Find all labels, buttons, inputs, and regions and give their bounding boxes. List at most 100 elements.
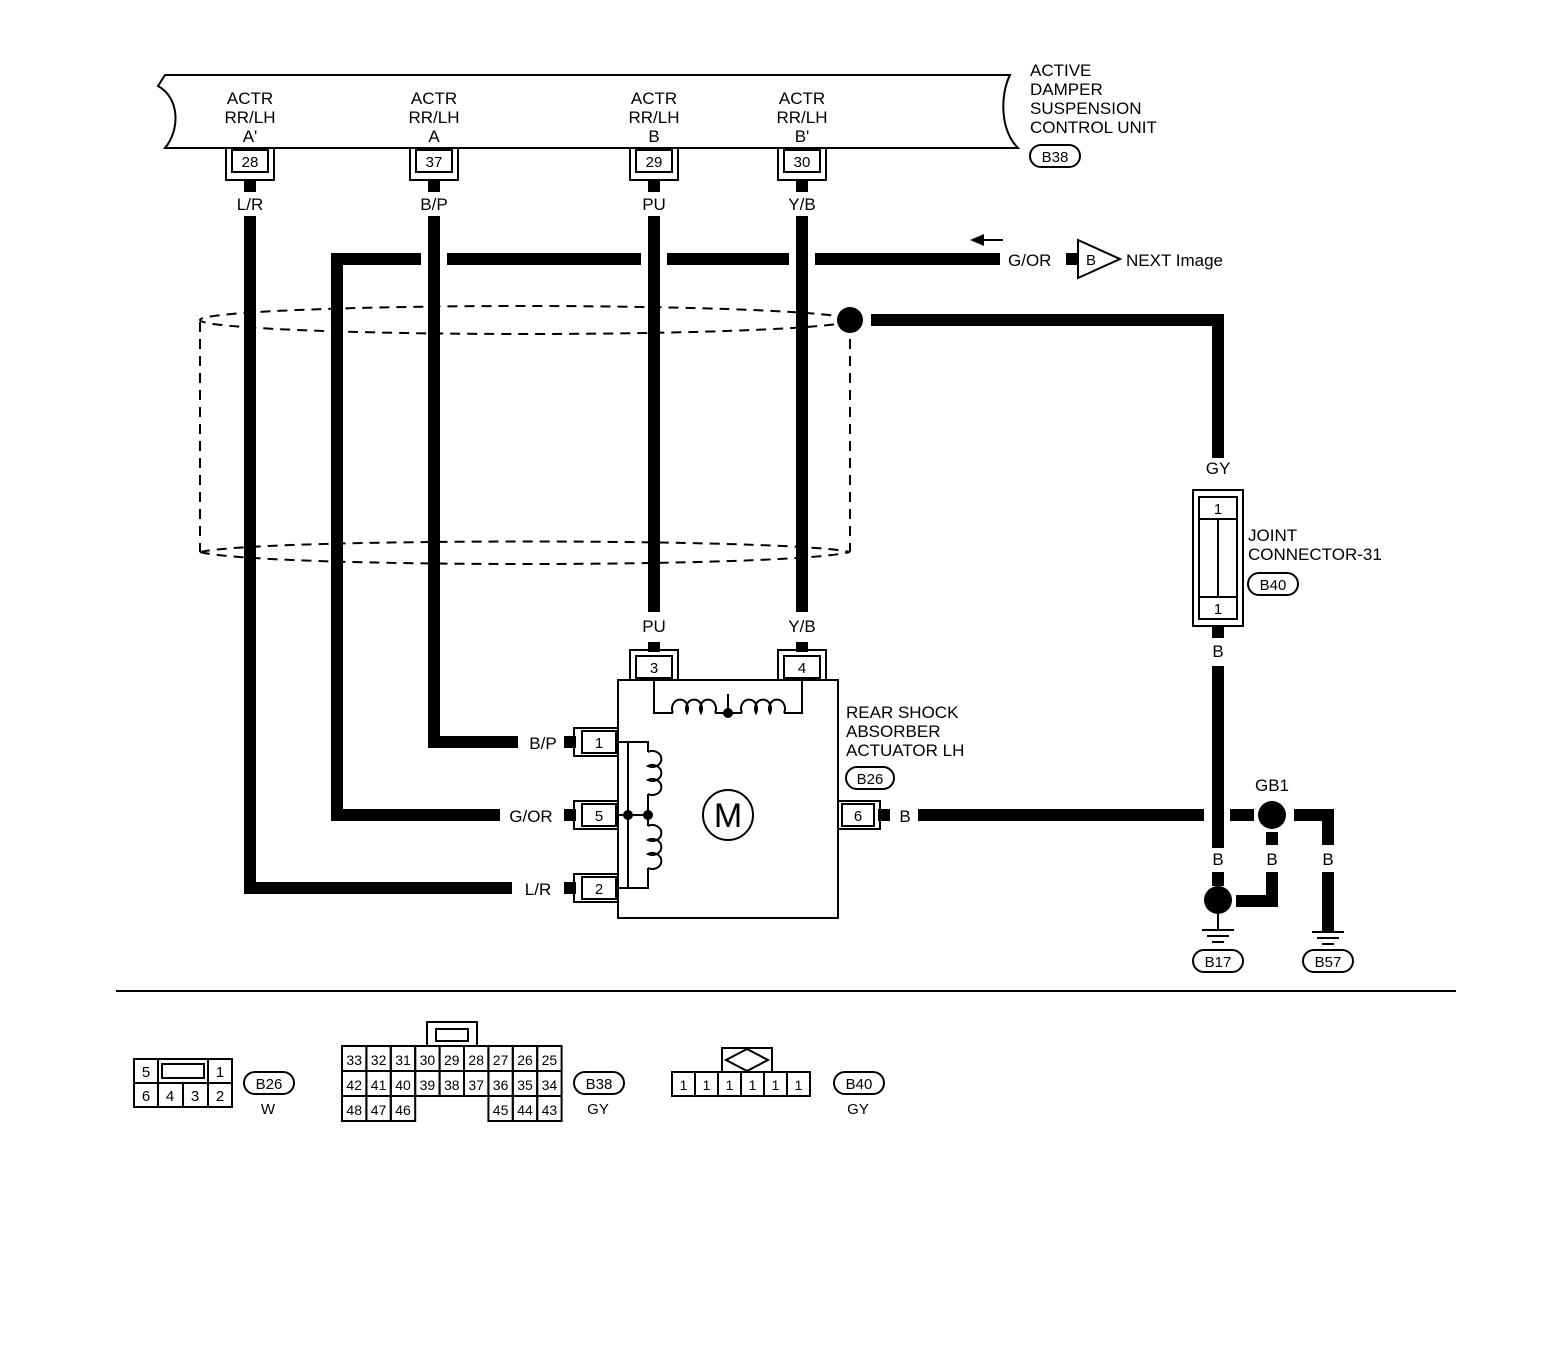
b38-view-pin-32: 32 [371,1052,387,1068]
control-unit-name-line-1: ACTIVE [1030,61,1091,80]
joint-connector-name-2: CONNECTOR-31 [1248,545,1382,564]
b17-junction [1204,886,1232,914]
actuator-name-2: ABSORBER [846,722,940,741]
b40-view-color: GY [847,1101,869,1118]
terminal-30-label-1: ACTR [779,89,825,108]
b26-view-pin-4: 4 [166,1088,174,1105]
ground-b57: B57 [1302,931,1354,973]
b38-view-pin-44: 44 [517,1102,533,1118]
control-unit: ACTIVE DAMPER SUSPENSION CONTROL UNIT B3… [156,61,1157,168]
wire-gb1-right [1294,809,1334,845]
wire-gy [871,314,1224,458]
shield-junction [837,307,863,333]
b40-view-pin-6: 1 [795,1077,803,1093]
b38-view-pin-27: 27 [493,1052,509,1068]
wire-label-l-r-top: L/R [237,195,263,214]
terminal-37-label-2: RR/LH [408,108,459,127]
b38-view-pin-40: 40 [395,1077,411,1093]
wire-l-r [244,216,512,894]
actuator-pin-4: 4 [798,660,806,677]
b40-view-pin-3: 1 [726,1077,734,1093]
terminal-28-label-3: A' [243,127,258,146]
terminal-30: ACTR RR/LH B' 30 Y/B [776,89,827,214]
terminal-37-pin: 37 [426,154,443,171]
actuator-pin-1: 1 [595,735,603,752]
joint-connector-name-1: JOINT [1248,526,1297,545]
b38-view-pin-47: 47 [371,1102,387,1118]
b26-view-pin-6: 6 [142,1088,150,1105]
wire-label-b-actuator: B [899,807,910,826]
connector-view-b26: 5 1 6 4 3 2 B26 W [133,1058,295,1118]
terminal-37: ACTR RR/LH A 37 B/P [408,89,459,214]
gb1-label: GB1 [1255,776,1289,795]
shield [199,305,851,565]
terminal-28: ACTR RR/LH A' 28 L/R [224,89,275,214]
b38-view-pin-30: 30 [420,1052,436,1068]
b38-view-pin-35: 35 [517,1077,533,1093]
wire-label-g-or-right: G/OR [1008,251,1051,270]
wire-g-or [331,253,1000,821]
b38-view-pin-25: 25 [542,1052,558,1068]
terminal-28-label-1: ACTR [227,89,273,108]
terminal-29-pin: 29 [646,154,663,171]
control-unit-name-line-3: SUSPENSION [1030,99,1141,118]
actuator-name-1: REAR SHOCK [846,703,959,722]
next-page-text: NEXT Image [1126,251,1223,270]
wire-label-y-b-top: Y/B [788,195,815,214]
wire-label-b-joint: B [1212,642,1223,661]
b40-view-pin-2: 1 [703,1077,711,1093]
wire-label-l-r-bottom: L/R [525,880,551,899]
b38-view-pin-37: 37 [468,1077,484,1093]
control-unit-connector-id: B38 [1042,149,1069,166]
b38-view-pin-26: 26 [517,1052,533,1068]
b40-view-pin-5: 1 [772,1077,780,1093]
wire-label-pu-bottom: PU [642,617,666,636]
b38-view-pin-45: 45 [493,1102,509,1118]
wire-label-b-right: B [1322,850,1333,869]
wire-label-b-mid: B [1266,850,1277,869]
actuator-pin-3: 3 [650,660,658,677]
b38-view-pin-31: 31 [395,1052,411,1068]
joint-pin-top: 1 [1214,501,1222,518]
ground-b57-id: B57 [1315,954,1342,971]
terminal-29-label-1: ACTR [631,89,677,108]
actuator: 3 PU 4 Y/B 1 B/P 5 G/OR 2 L/R 6 B [509,617,964,919]
terminal-28-pin: 28 [242,154,259,171]
next-page-arrow: G/OR B NEXT Image [970,234,1223,280]
actuator-pin-5: 5 [595,808,603,825]
actuator-connector-id: B26 [857,771,884,788]
terminal-30-label-3: B' [795,127,810,146]
terminal-29-label-2: RR/LH [628,108,679,127]
b38-view-pin-34: 34 [542,1077,558,1093]
joint-connector: 1 1 JOINT CONNECTOR-31 B40 [1192,489,1382,627]
b38-view-pin-36: 36 [493,1077,509,1093]
joint-connector-id: B40 [1260,577,1287,594]
wire-label-b-p-bottom: B/P [529,734,556,753]
actuator-pin-2: 2 [595,881,603,898]
b38-view-pin-38: 38 [444,1077,460,1093]
b38-view-pin-39: 39 [420,1077,436,1093]
b26-view-pin-3: 3 [191,1088,199,1105]
b38-view-pin-43: 43 [542,1102,558,1118]
b38-view-pin-48: 48 [346,1102,362,1118]
b40-view-pin-1: 1 [680,1077,688,1093]
wire-label-b-left: B [1212,850,1223,869]
b38-view-pin-41: 41 [371,1077,387,1093]
wire-label-g-or-bottom: G/OR [509,807,552,826]
b40-view-id: B40 [846,1076,873,1093]
motor-symbol: M [714,797,742,835]
wire-label-pu-top: PU [642,195,666,214]
b38-view-pin-29: 29 [444,1052,460,1068]
next-page-ref: B [1086,252,1096,269]
b40-view-pin-4: 1 [749,1077,757,1093]
wire-label-gy: GY [1206,459,1231,478]
control-unit-name-line-4: CONTROL UNIT [1030,118,1157,137]
control-unit-name-line-2: DAMPER [1030,80,1103,99]
wire-label-b-p-top: B/P [420,195,447,214]
terminal-37-label-1: ACTR [411,89,457,108]
b26-view-id: B26 [256,1076,283,1093]
